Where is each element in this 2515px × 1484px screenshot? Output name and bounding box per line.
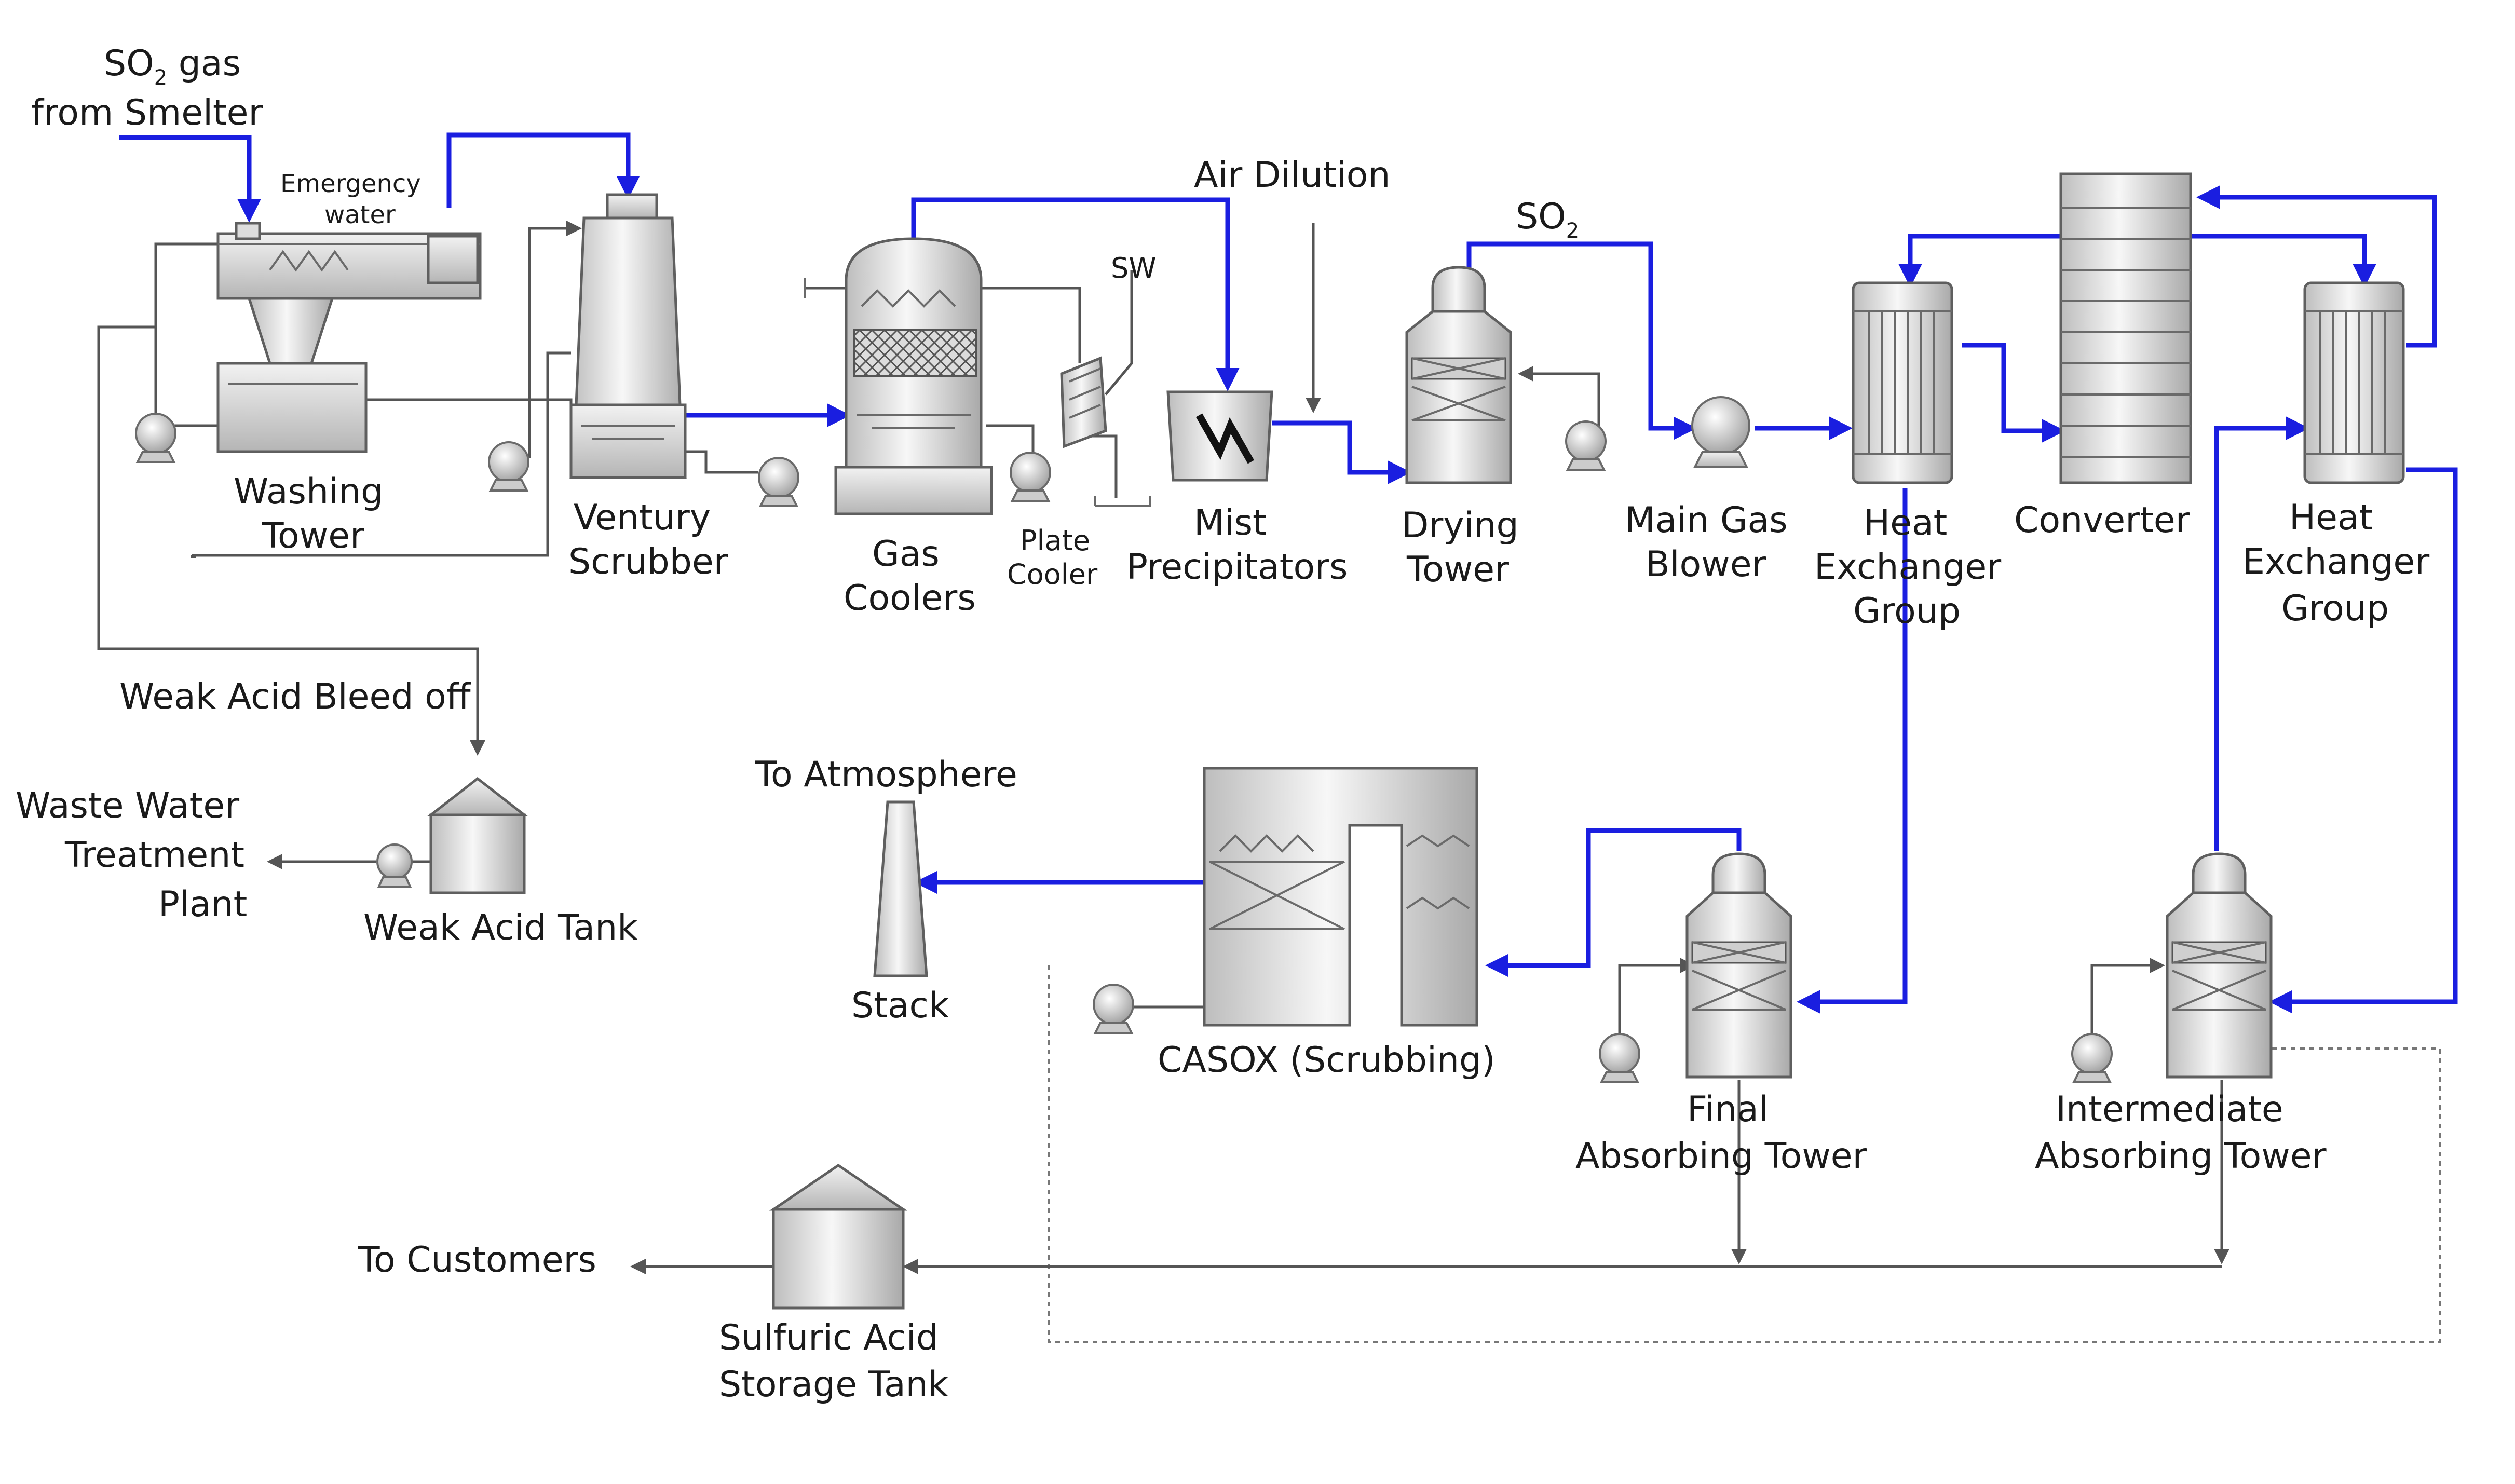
stack[interactable] [873, 800, 928, 977]
label-emergency: Emergency [280, 169, 421, 198]
label-cooler: Cooler [1007, 558, 1098, 591]
pump-icon[interactable] [758, 457, 799, 507]
pump-icon[interactable] [1093, 984, 1134, 1034]
label-hx2-heat: Heat [2289, 497, 2373, 538]
label-storage-tank: Storage Tank [719, 1364, 949, 1405]
labels: SO2 gas from Smelter Emergency water Was… [16, 43, 2429, 1405]
mist-precipitators[interactable] [1166, 390, 1273, 482]
pump-icon[interactable] [376, 843, 413, 888]
label-washing: Washing [234, 471, 383, 512]
plate-cooler[interactable] [1060, 356, 1151, 507]
label-so2-feed: SO2 [1516, 196, 1579, 243]
label-mist: Mist [1194, 502, 1267, 543]
label-hx1-exchanger: Exchanger [1814, 547, 2001, 588]
label-treatment: Treatment [64, 835, 244, 876]
label-precipitators: Precipitators [1126, 547, 1348, 588]
venturi-scrubber[interactable] [569, 193, 687, 479]
final-absorbing-tower[interactable] [1685, 852, 1792, 1079]
label-air-dilution: Air Dilution [1194, 155, 1390, 196]
label-drying-tower: Tower [1406, 549, 1509, 590]
label-so2-gas: SO2 gas [104, 43, 241, 90]
label-final: Final [1687, 1089, 1769, 1130]
label-converter: Converter [2014, 500, 2190, 541]
casox-scrubber[interactable] [1203, 767, 1478, 1027]
label-water: water [324, 200, 396, 229]
label-sw: SW [1111, 252, 1157, 284]
heat-exchanger-group-2[interactable] [2303, 281, 2405, 484]
converter[interactable] [2059, 172, 2192, 484]
intermediate-absorbing-tower[interactable] [2166, 852, 2273, 1079]
label-plate: Plate [1020, 524, 1090, 557]
label-coolers: Coolers [844, 578, 976, 619]
label-gas: Gas [872, 534, 940, 575]
label-intermediate: Intermediate [2056, 1089, 2283, 1130]
pumps [135, 413, 2113, 1083]
pump-icon[interactable] [2071, 1033, 2113, 1083]
gas-coolers[interactable] [804, 237, 993, 515]
pump-icon[interactable] [1565, 420, 1607, 471]
heat-exchanger-group-1[interactable] [1852, 281, 1953, 484]
gas-lines [119, 132, 2458, 1014]
washing-tower[interactable] [216, 222, 482, 453]
label-hx2-group: Group [2281, 588, 2389, 629]
label-to-atmosphere: To Atmosphere [755, 754, 1017, 795]
pump-icon[interactable] [488, 441, 529, 492]
pump-icon[interactable] [1599, 1033, 1640, 1083]
liquid-lines [97, 221, 2229, 1274]
label-scrubber: Scrubber [568, 541, 728, 582]
sulfuric-acid-storage-tank[interactable] [769, 1163, 908, 1310]
label-from-smelter: from Smelter [31, 92, 263, 133]
weak-acid-tank[interactable] [427, 777, 528, 894]
label-stack: Stack [851, 985, 949, 1026]
recycle-loop-dotted [1048, 965, 2441, 1343]
label-to-customers: To Customers [358, 1240, 596, 1281]
pump-icon[interactable] [1010, 452, 1051, 502]
label-hx2-exchanger: Exchanger [2242, 541, 2429, 582]
label-hx1-group: Group [1853, 591, 1961, 632]
main-gas-blower[interactable] [1691, 396, 1750, 468]
label-waste-water: Waste Water [16, 785, 239, 826]
label-main-gas: Main Gas [1625, 500, 1788, 541]
label-ventury: Ventury [574, 497, 711, 538]
label-blower: Blower [1646, 544, 1766, 585]
label-intermediate-absorbing: Absorbing Tower [2035, 1136, 2327, 1177]
label-weak-acid-bleed: Weak Acid Bleed off [119, 676, 472, 717]
label-hx1-heat: Heat [1864, 502, 1947, 543]
drying-tower[interactable] [1405, 266, 1512, 484]
label-plant: Plant [158, 884, 247, 925]
label-weak-acid-tank: Weak Acid Tank [363, 907, 638, 948]
label-sulfuric-acid: Sulfuric Acid [719, 1317, 939, 1358]
label-casox: CASOX (Scrubbing) [1158, 1040, 1496, 1081]
pump-icon[interactable] [135, 413, 176, 463]
label-final-absorbing: Absorbing Tower [1575, 1136, 1867, 1177]
label-drying: Drying [1402, 505, 1519, 546]
label-tower: Tower [262, 515, 364, 556]
